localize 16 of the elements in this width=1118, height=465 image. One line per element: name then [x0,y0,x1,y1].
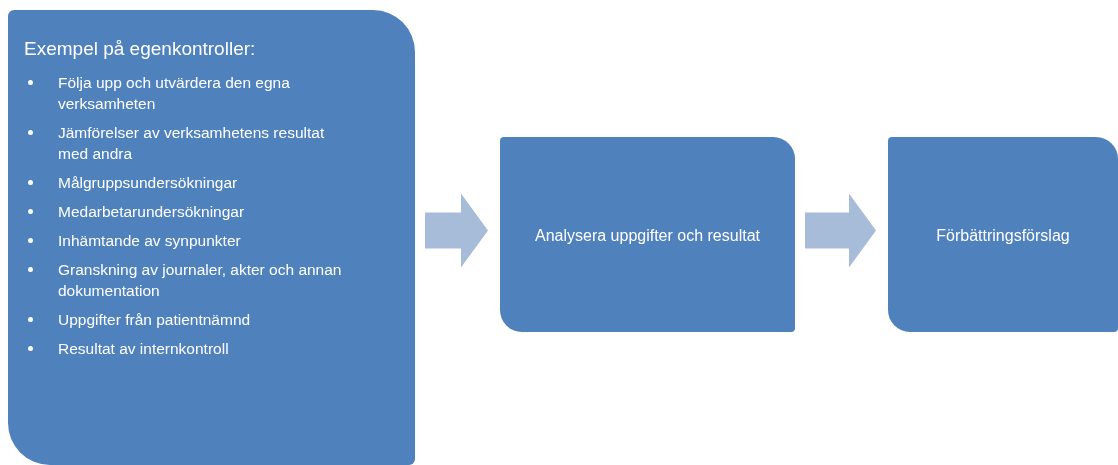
list-item: Resultat av internkontroll [58,339,230,359]
block-arrow [425,193,488,268]
box-label: Analysera uppgifter och resultat [534,225,761,245]
list-item: Medarbetarundersökningar [58,202,246,222]
process-box [500,137,795,332]
heading: Exempel på egenkontroller: [24,38,256,60]
list-item: Uppgifter från patientnämnd [58,310,252,330]
block-arrow [805,193,876,268]
box-label: Förbättringsförslag [935,225,1071,245]
list-item: Granskning av journaler, akter och annan dokumentation [58,260,343,301]
process-box [888,137,1118,332]
list-item: Följa upp och utvärdera den egna verksamheten [58,73,291,114]
list-item: Jämförelser av verksamhetens resultat med andra [58,123,326,164]
list-item: Inhämtande av synpunkter [58,231,242,251]
list-item: Målgruppsundersökningar [58,173,239,193]
process-box [8,10,415,465]
